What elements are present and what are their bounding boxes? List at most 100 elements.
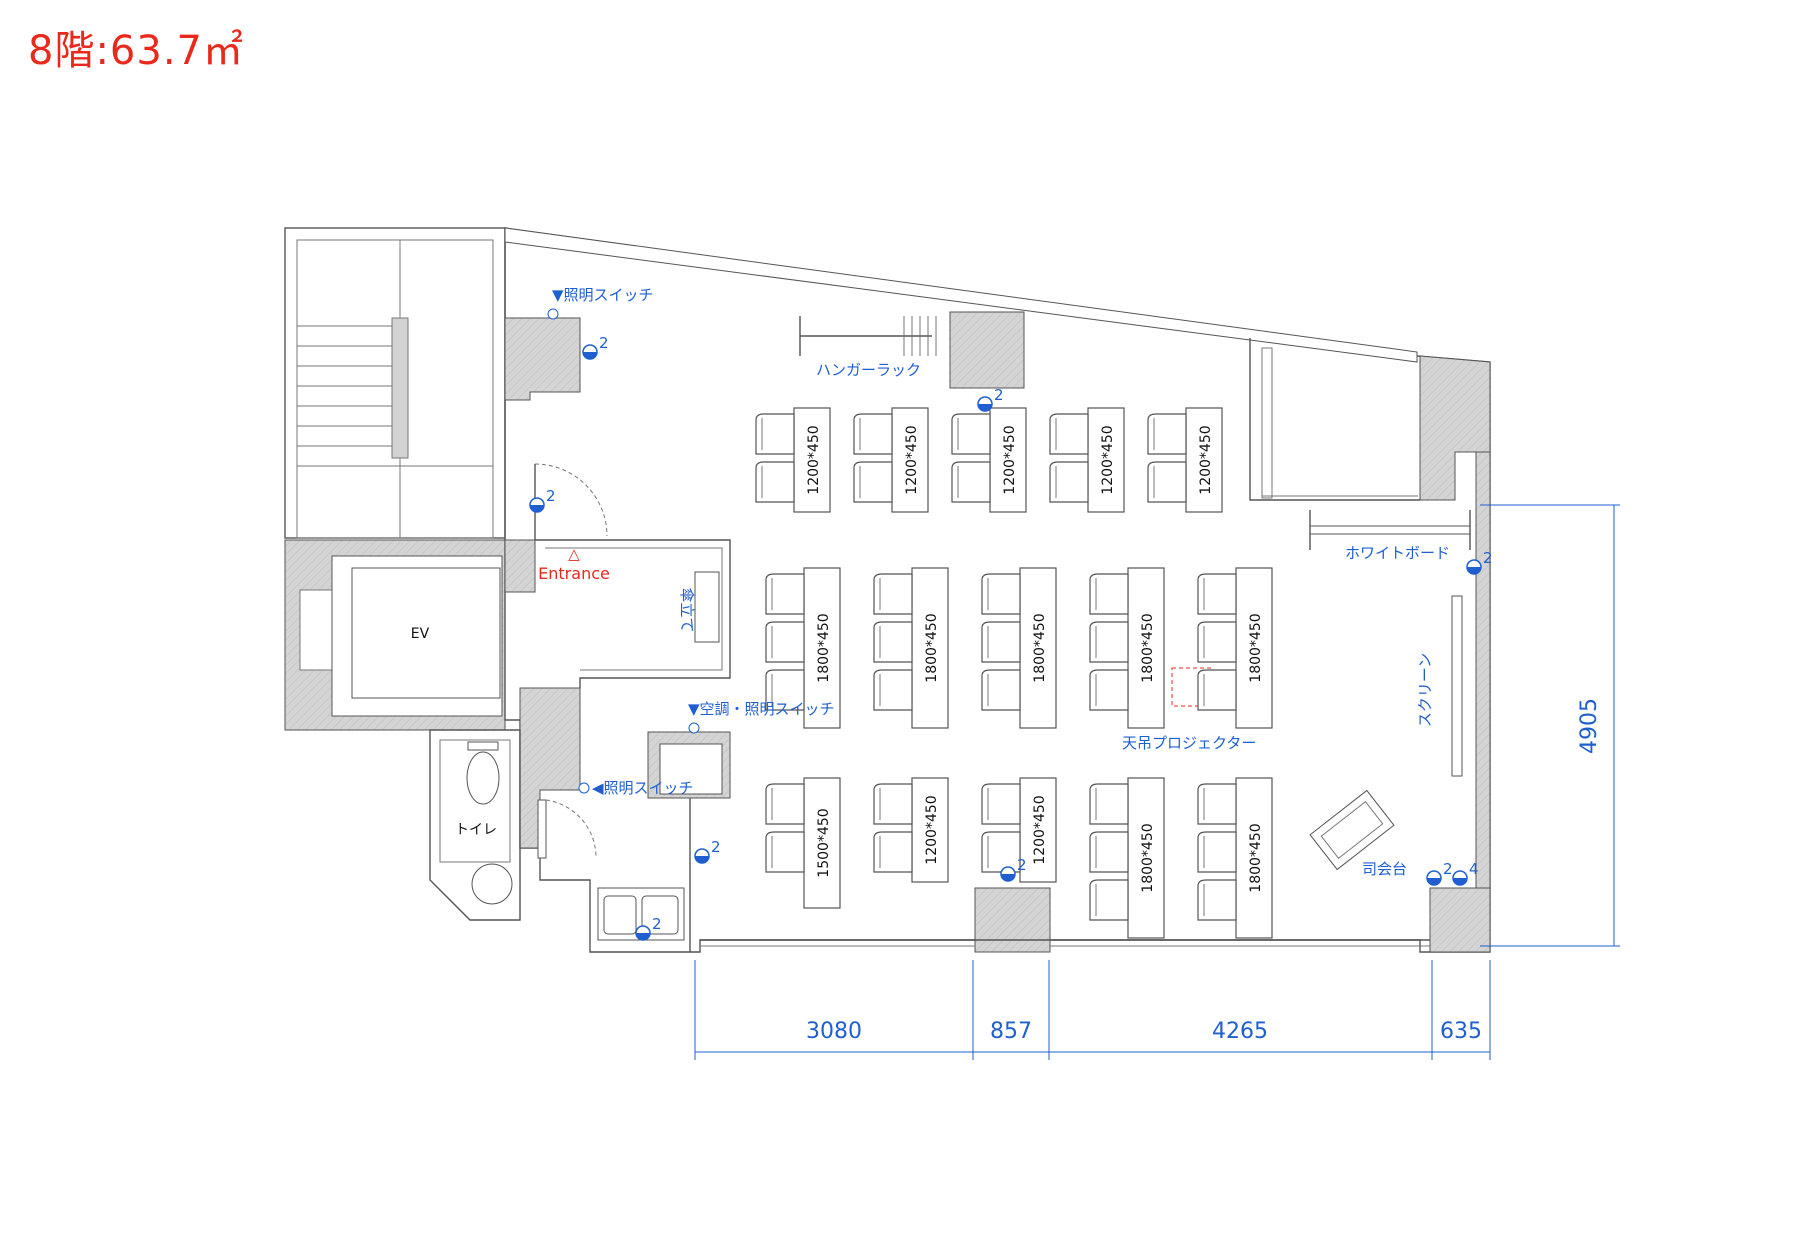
chair bbox=[1089, 879, 1129, 921]
desk-size-label: 1200*450 bbox=[1100, 425, 1116, 494]
outlet-count: 2 bbox=[1483, 549, 1493, 567]
chair bbox=[1197, 621, 1237, 663]
chair bbox=[1197, 669, 1237, 711]
dim-bottom-3: 4265 bbox=[1212, 1019, 1268, 1044]
desk-size-label: 1200*450 bbox=[806, 425, 822, 494]
outlet-icon: 4 bbox=[1452, 860, 1479, 886]
switch-icon bbox=[578, 782, 590, 794]
outlet-count: 2 bbox=[546, 487, 556, 505]
hanger-rack-label: ハンガーラック bbox=[816, 361, 921, 379]
desk: 1800*450 bbox=[911, 567, 949, 729]
chair bbox=[1197, 573, 1237, 615]
chair bbox=[1197, 783, 1237, 825]
desk-size-label: 1200*450 bbox=[1002, 425, 1018, 494]
chair bbox=[873, 621, 913, 663]
chair bbox=[1197, 831, 1237, 873]
chair bbox=[1089, 831, 1129, 873]
desk-size-label: 1800*450 bbox=[1140, 613, 1156, 682]
chair bbox=[1089, 621, 1129, 663]
outlet-count: 2 bbox=[1443, 860, 1453, 878]
desk-size-label: 1800*450 bbox=[924, 613, 940, 682]
desk: 1800*450 bbox=[1127, 777, 1165, 939]
chair bbox=[853, 413, 893, 455]
desk-size-label: 1800*450 bbox=[1248, 613, 1264, 682]
umbrella-stand-label: 傘立て bbox=[678, 587, 696, 632]
walls: トイレ bbox=[429, 227, 1491, 953]
desk: 1800*450 bbox=[1127, 567, 1165, 729]
chair bbox=[765, 831, 805, 873]
whiteboard-label: ホワイトボード bbox=[1345, 544, 1450, 562]
desk-size-label: 1800*450 bbox=[816, 613, 832, 682]
desk: 1500*450 bbox=[803, 777, 841, 909]
desk: 1800*450 bbox=[1235, 567, 1273, 729]
page-title: 8階:63.7㎡ bbox=[28, 28, 244, 74]
lighting-switch-top-label: ▼照明スイッチ bbox=[552, 286, 654, 304]
chair bbox=[1147, 413, 1187, 455]
lighting-switch-mid-label: ◀照明スイッチ bbox=[592, 779, 694, 797]
desk: 1800*450 bbox=[803, 567, 841, 729]
outlet-icon: 2 bbox=[529, 487, 556, 513]
desk: 1200*450 bbox=[891, 407, 929, 513]
chair bbox=[981, 783, 1021, 825]
staircase bbox=[284, 227, 506, 539]
chair bbox=[1049, 461, 1089, 503]
entrance-label: Entrance bbox=[538, 564, 610, 583]
outlet-icon: 2 bbox=[635, 915, 662, 941]
projector-label: 天吊プロジェクター bbox=[1122, 734, 1256, 752]
chair bbox=[1089, 669, 1129, 711]
outlet-count: 2 bbox=[711, 838, 721, 856]
hanger-rack bbox=[799, 316, 937, 356]
outlet-count: 2 bbox=[652, 915, 662, 933]
outlet-count: 2 bbox=[599, 334, 609, 352]
dim-bottom-1: 3080 bbox=[806, 1019, 862, 1044]
chair bbox=[981, 831, 1021, 873]
outlet-count: 4 bbox=[1469, 860, 1479, 878]
desk: 1800*450 bbox=[1235, 777, 1273, 939]
chair bbox=[765, 621, 805, 663]
chair bbox=[951, 413, 991, 455]
chair bbox=[1089, 573, 1129, 615]
chair bbox=[951, 461, 991, 503]
chair bbox=[1147, 461, 1187, 503]
chair bbox=[981, 573, 1021, 615]
mc-stand-label: 司会台 bbox=[1362, 860, 1407, 878]
ac-lighting-switch-label: ▼空調・照明スイッチ bbox=[688, 700, 835, 718]
desk: 1200*450 bbox=[793, 407, 831, 513]
desk: 1200*450 bbox=[911, 777, 949, 883]
elevator: EV bbox=[284, 539, 506, 731]
screen bbox=[1451, 595, 1463, 777]
outlet-icon: 2 bbox=[1426, 860, 1453, 886]
dim-right: 4905 bbox=[1577, 698, 1602, 754]
chair bbox=[1049, 413, 1089, 455]
whiteboard bbox=[1309, 510, 1471, 550]
outlet-icon: 2 bbox=[1000, 856, 1027, 882]
outlet-icon: 2 bbox=[582, 334, 609, 360]
outlet-count: 2 bbox=[994, 386, 1004, 404]
switch-icon bbox=[547, 308, 559, 320]
outlet-icon: 2 bbox=[1466, 549, 1493, 575]
desk-size-label: 1500*450 bbox=[816, 808, 832, 877]
furniture: 1200*450 1200*450 1200*450 1200*450 1200*450… bbox=[755, 407, 1273, 939]
chair bbox=[873, 831, 913, 873]
switch-icon bbox=[688, 722, 700, 734]
outlet-icon: 2 bbox=[694, 838, 721, 864]
desk-size-label: 1200*450 bbox=[904, 425, 920, 494]
dim-bottom-4: 635 bbox=[1440, 1019, 1482, 1044]
desk: 1200*450 bbox=[989, 407, 1027, 513]
desk: 1200*450 bbox=[1185, 407, 1223, 513]
outlet-count: 2 bbox=[1017, 856, 1027, 874]
desk-size-label: 1800*450 bbox=[1032, 613, 1048, 682]
desk-size-label: 1800*450 bbox=[1248, 823, 1264, 892]
chair bbox=[981, 621, 1021, 663]
chair bbox=[1197, 879, 1237, 921]
chair bbox=[755, 461, 795, 503]
mc-stand bbox=[1309, 789, 1395, 871]
chair bbox=[873, 783, 913, 825]
chair bbox=[765, 669, 805, 711]
desk: 1200*450 bbox=[1087, 407, 1125, 513]
chair bbox=[765, 573, 805, 615]
desk-size-label: 1800*450 bbox=[1140, 823, 1156, 892]
dimensions: 3080 857 4265 635 4905 bbox=[694, 504, 1620, 1060]
